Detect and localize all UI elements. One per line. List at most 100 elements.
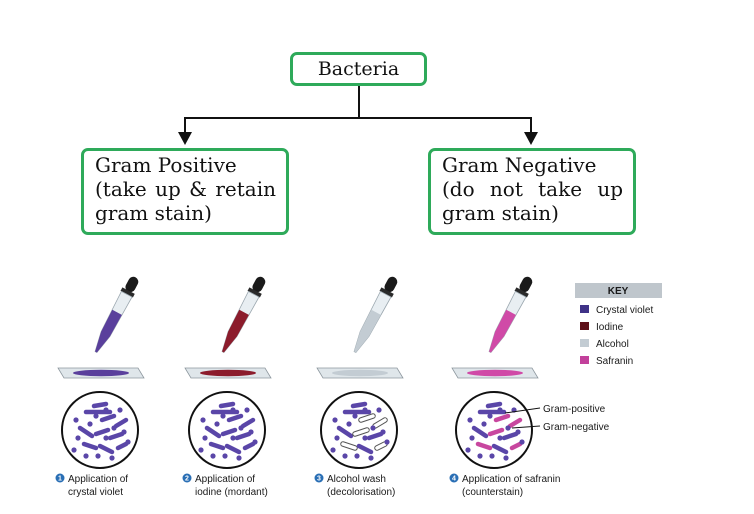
bacterium-coccus: [465, 447, 471, 453]
dropper: [221, 276, 266, 353]
bacterium-coccus: [352, 413, 358, 419]
bacterium-coccus: [368, 455, 374, 461]
bacterium-coccus: [519, 439, 525, 445]
key-label: Crystal violet: [596, 305, 653, 316]
bacterium-coccus: [71, 447, 77, 453]
step-caption-line2: iodine (mordant): [195, 487, 268, 498]
bacterium-rod: [93, 427, 111, 437]
bacterium-rod: [485, 401, 503, 409]
step-caption-line1: Application of: [68, 474, 128, 485]
bacterium-coccus: [109, 455, 115, 461]
bacterium-coccus: [111, 425, 117, 431]
step-number: 4: [452, 476, 456, 483]
gram-negative-title: Gram Negative: [442, 153, 597, 177]
bacterium-coccus: [200, 417, 206, 423]
bacterium-rod: [507, 417, 523, 429]
bacterium-coccus: [384, 439, 390, 445]
bacterium-coccus: [332, 417, 338, 423]
bacterium-rod: [97, 443, 115, 455]
gram-negative-pointer: [511, 425, 541, 429]
bacterium-coccus: [103, 407, 109, 413]
step-number: 3: [317, 476, 321, 483]
bacterium-coccus: [248, 429, 254, 435]
bacterium-rod: [99, 413, 117, 423]
bacterium-coccus: [380, 429, 386, 435]
bacterium-coccus: [214, 421, 220, 427]
bacterium-coccus: [376, 407, 382, 413]
gram-negative-box: Gram Negative (do not take up gram stain…: [428, 148, 636, 235]
bacterium-coccus: [487, 413, 493, 419]
bacterium-coccus: [481, 421, 487, 427]
bacterium-coccus: [230, 435, 236, 441]
step-number-badge: [449, 473, 459, 483]
bacterium-coccus: [121, 429, 127, 435]
bacterium-coccus: [83, 453, 89, 459]
bacterium-coccus: [95, 453, 101, 459]
dropper-fluid: [222, 309, 249, 353]
right-arrowhead: [524, 132, 538, 145]
bacterium-rod: [336, 425, 354, 439]
slide-smear: [332, 369, 388, 377]
bacterium-coccus: [202, 435, 208, 441]
key-swatch: [580, 356, 589, 364]
left-arrowhead: [178, 132, 192, 145]
slide-smear: [200, 369, 256, 377]
bacterium-coccus: [222, 453, 228, 459]
bacterium-rod: [471, 425, 489, 439]
bacterium-coccus: [477, 453, 483, 459]
bacterium-coccus: [198, 447, 204, 453]
bacterium-rod: [234, 431, 252, 441]
step-caption-line2: (decolorisation): [327, 487, 395, 498]
gram-negative-annotation: Gram-negative: [543, 422, 610, 433]
bacterium-rod: [218, 401, 236, 409]
bacterium-coccus: [497, 407, 503, 413]
slide-smear: [467, 369, 523, 377]
bacterium-coccus: [236, 455, 242, 461]
bacterium-rod: [350, 401, 368, 409]
gram-positive-annotation: Gram-positive: [543, 404, 606, 415]
bacterium-rod: [224, 443, 242, 455]
bacterium-coccus: [125, 439, 131, 445]
bacteria-root-box: Bacteria: [290, 52, 427, 86]
bacterium-coccus: [505, 425, 511, 431]
key-label: Safranin: [596, 356, 633, 367]
gram-negative-desc-1: (do not take up: [442, 177, 623, 201]
dropper-fluid: [354, 309, 381, 353]
bacterium-rod: [493, 413, 511, 423]
bacterium-rod: [107, 431, 125, 441]
bacterium-rod: [356, 443, 374, 455]
key-heading: KEY: [608, 286, 629, 297]
step-number: 1: [58, 476, 62, 483]
gram-positive-box: Gram Positive (take up & retain gram sta…: [81, 148, 289, 235]
key-swatch: [580, 322, 589, 330]
bacterium-coccus: [497, 435, 503, 441]
bacterium-coccus: [370, 425, 376, 431]
step-caption-line2: crystal violet: [68, 487, 123, 498]
bacterium-coccus: [503, 455, 509, 461]
bacterium-rod: [81, 441, 99, 451]
gram-positive-title: Gram Positive: [95, 153, 237, 177]
bacterium-rod: [242, 441, 256, 451]
bacterium-rod: [501, 431, 519, 441]
bacterium-coccus: [252, 439, 258, 445]
gram-positive-desc-1: (take up & retain: [95, 177, 276, 201]
dropper: [353, 276, 398, 353]
bacterium-coccus: [469, 435, 475, 441]
bacterium-coccus: [230, 407, 236, 413]
bacterium-coccus: [515, 429, 521, 435]
key-label: Iodine: [596, 322, 624, 333]
bacterium-coccus: [362, 407, 368, 413]
bacterium-coccus: [75, 435, 81, 441]
bacterium-rod: [220, 427, 238, 437]
step-caption-line1: Application of safranin: [462, 474, 560, 485]
stain-step-1: 1 Application of crystal violet: [55, 276, 145, 498]
bacterium-coccus: [238, 425, 244, 431]
bacterium-rod: [77, 425, 95, 439]
dropper: [488, 276, 533, 353]
bacterium-coccus: [117, 407, 123, 413]
bacterium-coccus: [87, 421, 93, 427]
